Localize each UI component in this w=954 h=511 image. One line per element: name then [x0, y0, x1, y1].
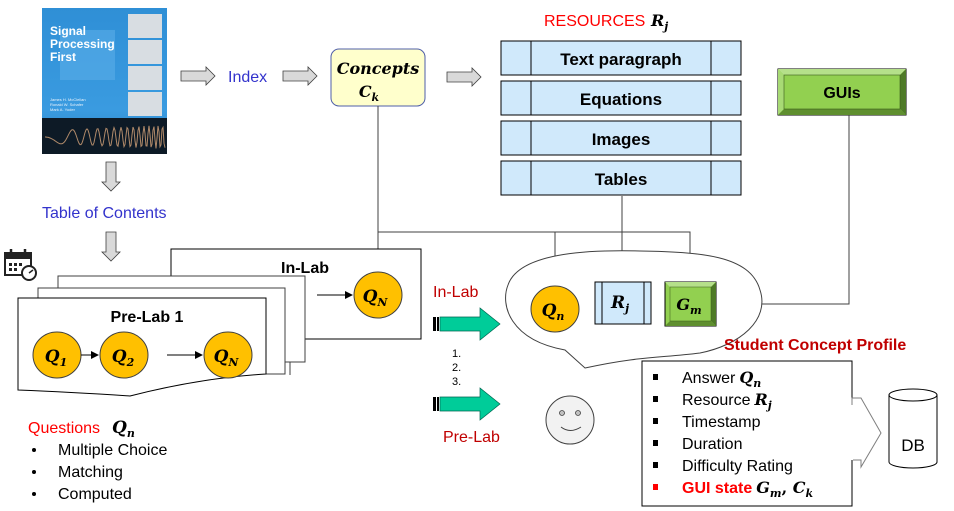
- concepts-box: Concepts Ck: [330, 48, 426, 107]
- concepts-label: Concepts: [337, 59, 420, 78]
- question-type-label: Multiple Choice: [58, 442, 167, 459]
- database-icon: DB: [888, 388, 938, 469]
- question-type-label: Computed: [58, 486, 132, 503]
- square-bullet-icon: [653, 418, 658, 424]
- questions-legend: Questions Qn Multiple ChoiceMatchingComp…: [28, 418, 167, 503]
- profile-box: [641, 360, 853, 507]
- guis-box: GUIs: [777, 68, 907, 116]
- guis-label: GUIs: [823, 85, 860, 102]
- resource-item: Tables: [500, 160, 742, 196]
- profile-title: Student Concept Profile: [724, 337, 906, 354]
- db-label: DB: [901, 436, 925, 455]
- profile-item: Timestamp: [653, 414, 761, 431]
- book-author: Ronald W. Schafer: [50, 102, 84, 107]
- resource-item: Text paragraph: [500, 40, 742, 76]
- bullet-icon: [32, 492, 36, 496]
- pre-lab-arrow-label: Pre-Lab: [443, 429, 500, 446]
- profile-item: Difficulty Rating: [653, 458, 793, 475]
- in-lab-arrow: [433, 307, 501, 341]
- square-bullet-icon: [653, 440, 658, 446]
- question-type-label: Matching: [58, 464, 123, 481]
- cat-photo: [128, 92, 162, 116]
- resource-label: Text paragraph: [560, 50, 682, 69]
- square-bullet-icon: [653, 484, 658, 490]
- pre-lab-arrow: [433, 387, 501, 421]
- resources-title: RESOURCES: [544, 13, 645, 30]
- arrow-book-to-index: [180, 66, 216, 86]
- table-of-contents-label: Table of Contents: [42, 205, 167, 222]
- arrow-concepts-to-resources: [446, 67, 482, 87]
- question-type-item: Computed: [32, 486, 132, 503]
- index-label: Index: [228, 69, 267, 86]
- book-cover: Signal Processing First James H. McClell…: [42, 8, 167, 154]
- bullet-icon: [32, 470, 36, 474]
- question-type-item: Matching: [32, 464, 123, 481]
- bubble-qn-label: Qn: [542, 301, 565, 323]
- in-lab-arrow-label: In-Lab: [433, 284, 478, 301]
- cat-photo: [128, 66, 162, 90]
- profile-to-db-arrow: [851, 397, 882, 469]
- pre-lab-card-title: Pre-Lab 1: [111, 309, 184, 326]
- in-lab-card-title: In-Lab: [281, 260, 329, 277]
- resource-item: Equations: [500, 80, 742, 116]
- resource-label: Equations: [580, 90, 662, 109]
- profile-item: Duration: [653, 436, 742, 453]
- book-author: Mark A. Yoder: [50, 107, 76, 112]
- bubble-gui-label: Gm: [676, 295, 701, 317]
- student-smiley-icon: [545, 395, 595, 445]
- square-bullet-icon: [653, 396, 658, 402]
- square-bullet-icon: [653, 462, 658, 468]
- waveform-graphic: [45, 125, 166, 149]
- concepts-symbol: Ck: [359, 82, 380, 104]
- step-number: 1.: [452, 348, 461, 360]
- questions-symbol: Qn: [112, 418, 135, 440]
- q1-label: Q1: [45, 347, 67, 369]
- in-lab-qn-node: [353, 271, 403, 319]
- book-author: James H. McClellan: [50, 97, 86, 102]
- calendar-clock-icon: [4, 249, 37, 281]
- bubble-qn-node: [530, 285, 580, 333]
- qn-label: QN: [214, 347, 240, 369]
- q2-node: [99, 331, 149, 379]
- question-type-item: Multiple Choice: [32, 442, 167, 459]
- profile-item-label: Difficulty Rating: [682, 458, 793, 475]
- bubble-gui-node: [664, 281, 717, 327]
- speech-bubble: Qn Rj Gm: [505, 250, 763, 369]
- book-title-line: First: [50, 50, 76, 64]
- cat-photo: [128, 40, 162, 64]
- bullet-icon: [32, 448, 36, 452]
- questions-title: Questions: [28, 420, 100, 437]
- profile-item-label: Timestamp: [682, 414, 761, 431]
- arrow-index-to-concepts: [282, 66, 318, 86]
- arrow-book-to-toc: [101, 161, 121, 192]
- resource-label: Images: [592, 130, 651, 149]
- qn-node: [203, 331, 253, 379]
- bubble-resource-node: [594, 281, 652, 325]
- book-title-line: Processing: [50, 37, 115, 51]
- pre-lab-card: Pre-Lab 1 Q1 Q2 QN: [17, 297, 267, 397]
- resources-symbol: Rj: [650, 11, 668, 33]
- resource-label: Tables: [595, 170, 648, 189]
- q2-label: Q2: [112, 347, 135, 369]
- step-number: 3.: [452, 376, 461, 388]
- square-bullet-icon: [653, 374, 658, 380]
- step-number: 2.: [452, 362, 461, 374]
- bubble-resource-label: Rj: [610, 293, 629, 315]
- cat-photo: [128, 14, 162, 38]
- arrow-toc-to-labs: [101, 231, 121, 262]
- resource-item: Images: [500, 120, 742, 156]
- book-title-line: Signal: [50, 24, 86, 38]
- in-lab-qn-label: QN: [363, 287, 389, 309]
- profile-item-label: Duration: [682, 436, 742, 453]
